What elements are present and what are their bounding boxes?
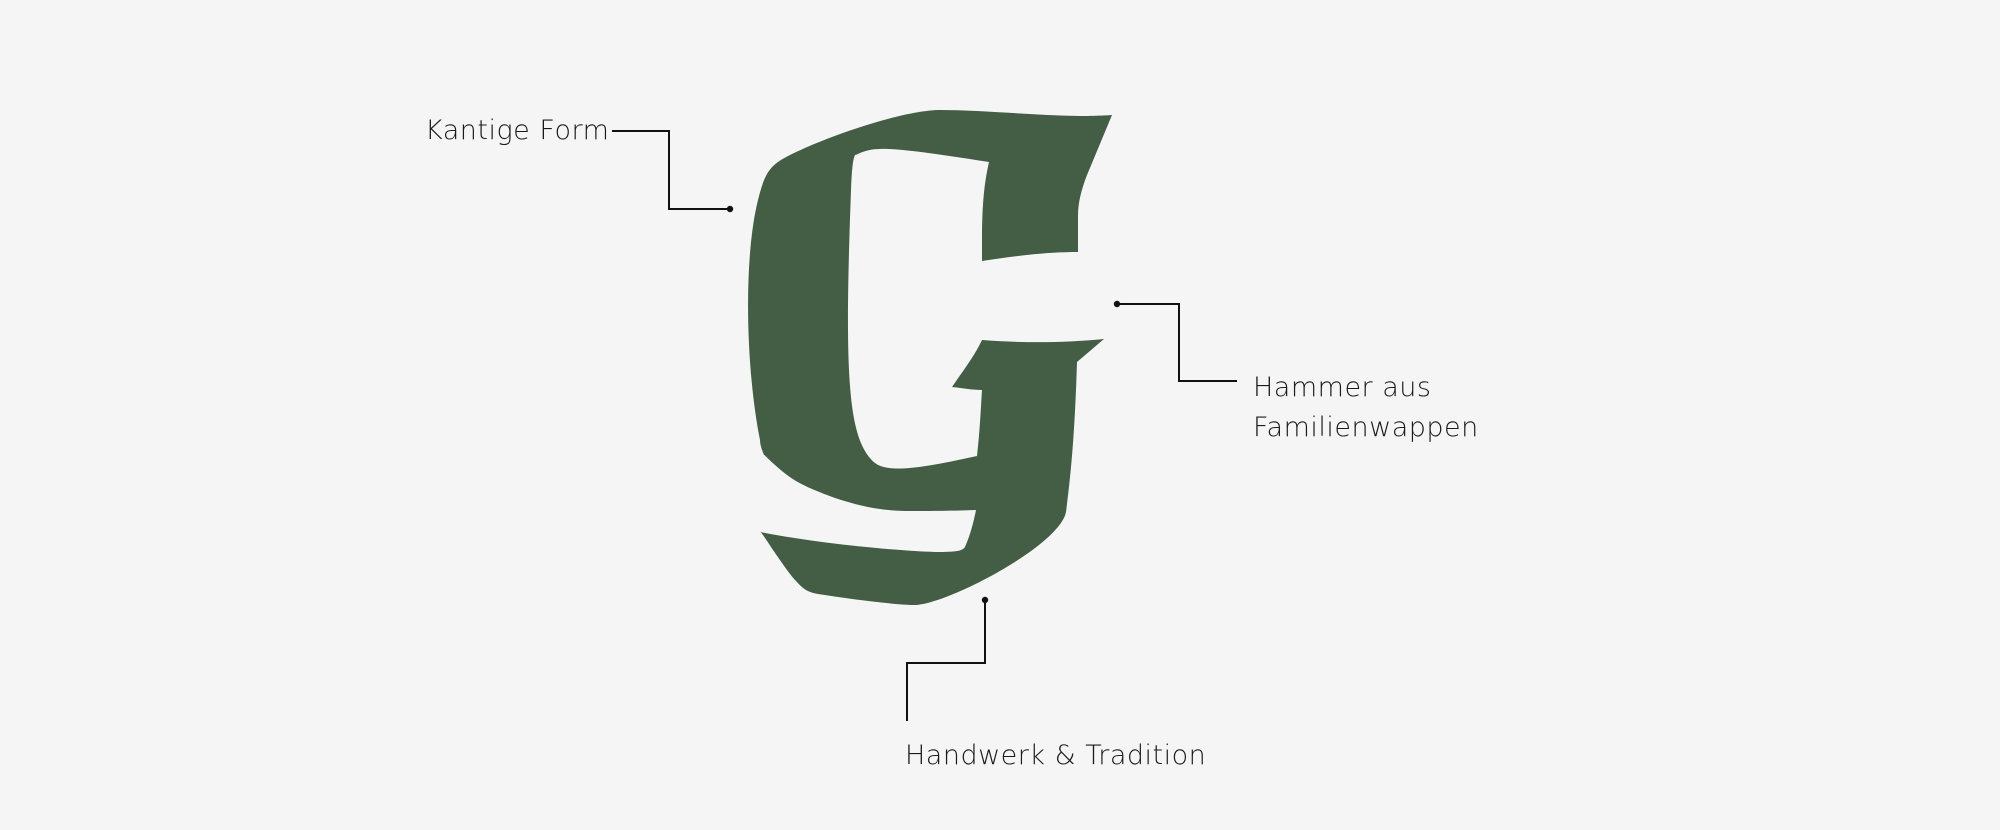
annotation-hammer-line-1: Hammer aus [1253,372,1432,403]
connector-dot-craft [981,596,989,604]
connector-dot-hammer [1113,300,1121,308]
connector-dot-shape [726,205,734,213]
letter-g-logo-icon [748,110,1112,605]
connector-line-hammer [1117,303,1237,382]
annotation-hammer-familienwappen: Hammer aus Familienwappen [1253,368,1479,448]
connector-line-shape [612,130,730,210]
annotation-kantige-form: Kantige Form [425,115,610,146]
connector-line-craft [906,600,986,721]
annotation-hammer-line-2: Familienwappen [1253,412,1479,443]
annotation-handwerk-tradition: Handwerk & Tradition [905,740,1207,771]
